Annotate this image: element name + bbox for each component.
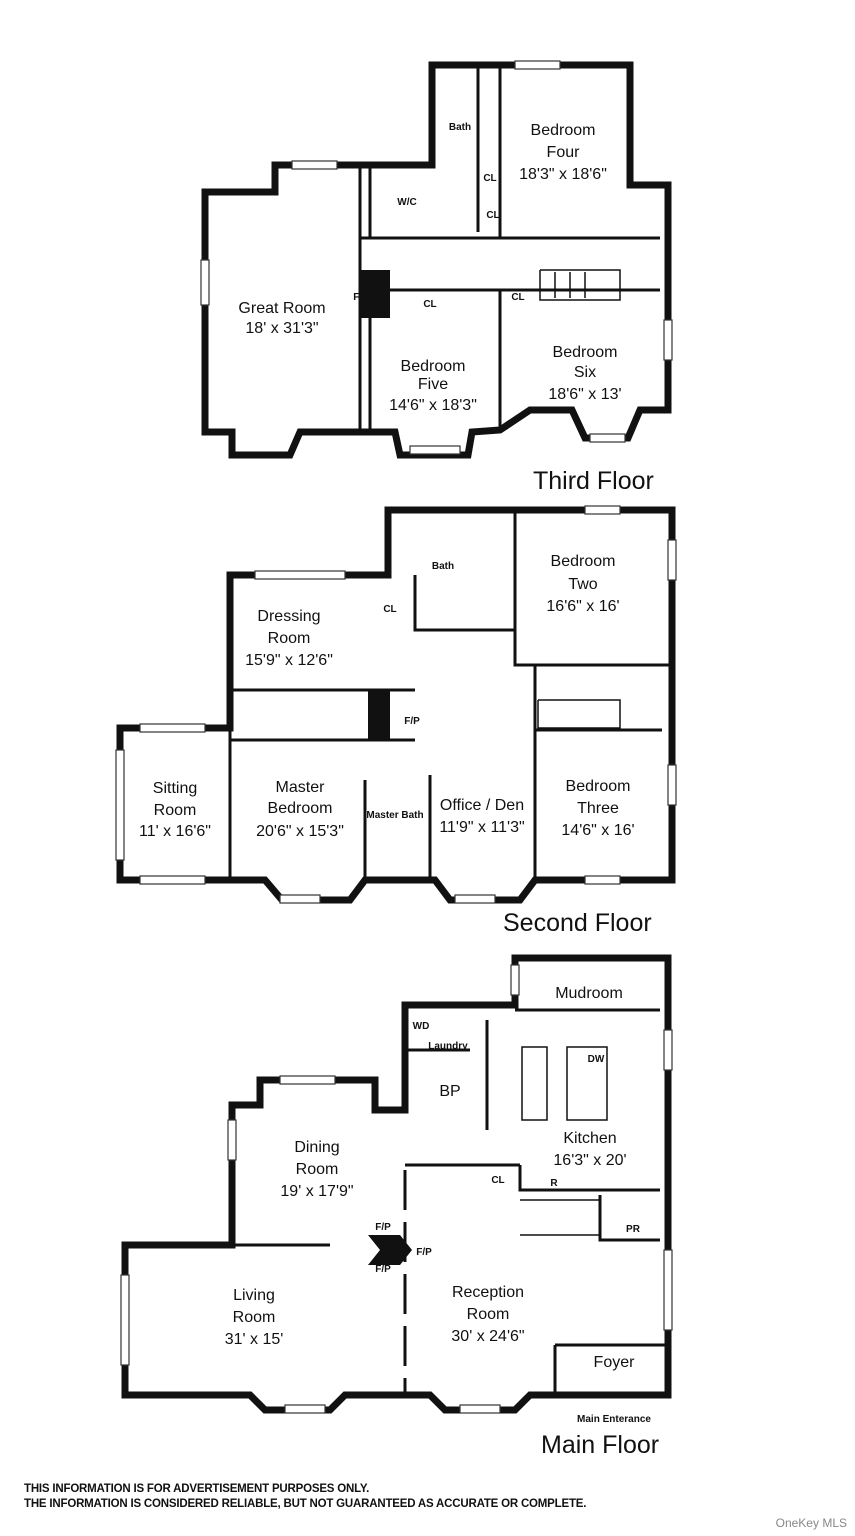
small-label: CL: [483, 173, 496, 184]
small-label: BP: [439, 1083, 460, 1100]
room-name: Five: [418, 376, 448, 393]
room-name: Master: [276, 779, 326, 796]
svg-text:Great Room: Great Room: [238, 300, 325, 317]
room-name: Six: [574, 364, 596, 381]
room-size: 31' x 15': [225, 1331, 284, 1348]
main-floor-plan: Mudroom Kitchen 16'3" x 20' Dining Room …: [120, 954, 673, 1459]
room-name: Kitchen: [563, 1130, 616, 1147]
floor-title: Second Floor: [503, 909, 652, 937]
room-name: Room: [154, 802, 197, 819]
room-name: Room: [233, 1309, 276, 1326]
room-size: 19' x 17'9": [280, 1183, 353, 1200]
room-name: Bedroom: [401, 358, 466, 375]
small-label: F/P: [353, 292, 369, 303]
watermark: OneKey MLS: [775, 1516, 847, 1530]
room-name: Bedroom: [551, 553, 616, 570]
small-label: CL: [383, 604, 396, 615]
small-label: WD: [413, 1021, 430, 1032]
floor-title: Third Floor: [533, 467, 654, 495]
small-label: F/P: [375, 1222, 391, 1233]
small-label: F/P: [404, 716, 420, 727]
small-label: W/C: [397, 197, 416, 208]
room-size: 18'3" x 18'6": [519, 166, 607, 183]
room-name: Reception: [452, 1284, 524, 1301]
room-size: 15'9" x 12'6": [245, 652, 333, 669]
room-name: Bedroom: [553, 344, 618, 361]
room-name: Room: [296, 1161, 339, 1178]
room-name: Room: [467, 1306, 510, 1323]
small-label: F/P: [416, 1247, 432, 1258]
room-size: 16'3" x 20': [553, 1152, 626, 1169]
room-size: 18' x 31'3": [245, 320, 318, 337]
small-label: CL: [511, 292, 524, 303]
room-name: Sitting: [153, 780, 197, 797]
small-label: Master Bath: [366, 810, 423, 821]
small-label: R: [550, 1178, 558, 1189]
room-name: Three: [577, 800, 619, 817]
small-label: CL: [486, 210, 499, 221]
room-name: Bedroom: [566, 778, 631, 795]
room-name: Two: [568, 576, 597, 593]
small-label: Bath: [449, 122, 471, 133]
room-size: 18'6" x 13': [548, 386, 621, 403]
second-floor-plan: Dressing Room 15'9" x 12'6" Bedroom Two …: [115, 505, 677, 937]
room-name: Dining: [294, 1139, 339, 1156]
small-label: Bath: [432, 561, 454, 572]
room-name: Great Room: [238, 300, 325, 317]
room-size: 14'6" x 16': [561, 822, 634, 839]
room-name: Living: [233, 1287, 275, 1304]
room-name: Foyer: [594, 1354, 636, 1371]
disclaimer-line-1: THIS INFORMATION IS FOR ADVERTISEMENT PU…: [24, 1483, 370, 1495]
small-label: CL: [423, 299, 436, 310]
room-name: Office / Den: [440, 797, 524, 814]
room-size: 11' x 16'6": [139, 823, 211, 840]
room-size: 14'6" x 18'3": [389, 397, 477, 414]
room-name: Four: [547, 144, 581, 161]
small-label: CL: [491, 1175, 504, 1186]
third-floor-plan: Great Room 18' x 31'3" Bedroom Four 18'3…: [200, 60, 673, 495]
room-size: 20'6" x 15'3": [256, 823, 344, 840]
room-name: Bedroom: [531, 122, 596, 139]
small-label: PR: [626, 1224, 641, 1235]
third-floor-outline: [201, 61, 672, 459]
small-label: F/P: [375, 1264, 391, 1275]
small-label: Laundry: [428, 1041, 468, 1052]
small-label: Main Enterance: [577, 1414, 651, 1425]
room-name: Room: [268, 630, 311, 647]
room-name: Dressing: [257, 608, 320, 625]
room-name: Mudroom: [555, 985, 623, 1002]
room-size: 16'6" x 16': [546, 598, 619, 615]
small-label: DW: [588, 1054, 605, 1065]
floor-title: Main Floor: [541, 1431, 659, 1459]
room-size: 11'9" x 11'3": [439, 819, 524, 836]
room-size: 30' x 24'6": [451, 1328, 524, 1345]
room-name: Bedroom: [268, 800, 333, 817]
disclaimer-line-2: THE INFORMATION IS CONSIDERED RELIABLE, …: [24, 1498, 587, 1510]
